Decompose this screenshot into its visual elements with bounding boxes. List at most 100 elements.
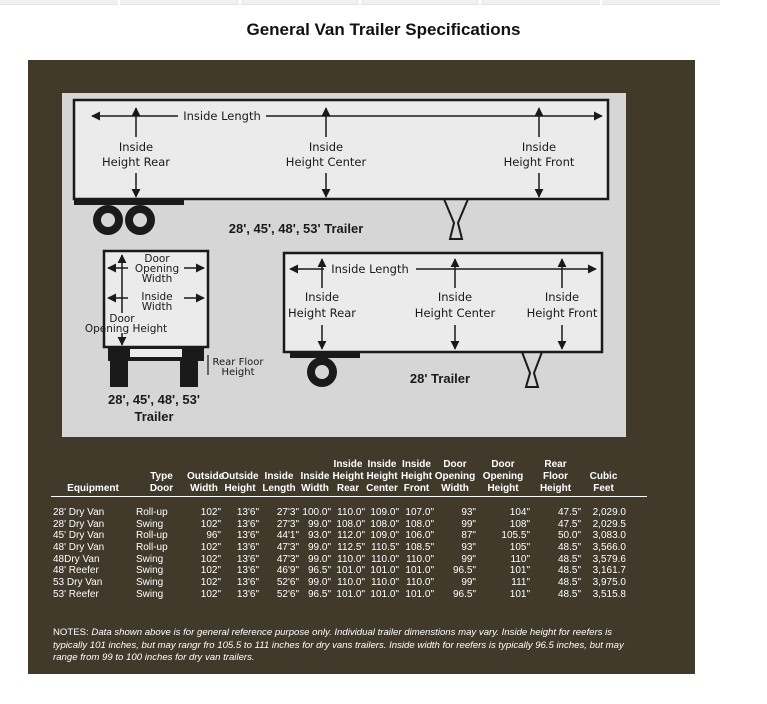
small-trailer: Inside Length Inside Height Rear Inside … [282,251,604,388]
table-cell: 100.0" [302,507,331,518]
table-cell: 96.5" [452,565,476,577]
table-cell: Swing [136,553,164,565]
small-height-front-label-1: Inside [545,290,579,304]
rear-view-wheel-left [110,361,128,387]
table-cell: 102" [200,542,221,554]
table-cell: 110.0" [337,577,365,589]
table-cell: Swing [136,565,164,577]
big-inside-length-label: Inside Length [183,109,261,123]
top-tab [240,0,359,5]
table-cell: 28' Dry Van [53,507,105,518]
table-cell: 13'6" [236,507,259,518]
table-cell: 101.0" [370,565,399,577]
header-cubic-feet: Cubic Feet [589,471,618,494]
notes-body: Data shown above is for general referenc… [53,627,624,664]
header-equipment: Equipment [67,483,119,494]
table-cell: 13'6" [236,530,259,542]
top-tab-strip [0,0,720,5]
top-tab [601,0,720,5]
table-cell: 46'9" [276,565,299,577]
table-cell: 101.0" [336,588,365,600]
table-cell: 108" [509,518,530,530]
table-cell: 102" [200,518,221,530]
table-cell: 48.5" [557,565,581,577]
table-cell: 13'6" [236,565,259,577]
table-cell: Roll-up [136,507,168,518]
rear-door-width-label-2: Opening [135,263,179,275]
table-cell: 102" [200,588,221,600]
table-cell: 99" [461,518,476,530]
rear-inside-width-label-2: Width [142,301,173,313]
table-cell: 13'6" [236,553,259,565]
table-cell: 107.0" [405,507,434,518]
table-cell: 52'6" [276,588,299,600]
table-header-divider [51,496,647,497]
top-tab [360,0,480,5]
trailer-diagram-svg: Inside Length Inside Height Rear Inside … [72,98,610,424]
table-cell: 101" [509,565,530,577]
rear-view-wheel-right [180,361,198,387]
big-height-center-label-1: Inside [309,140,343,154]
rear-view-plate [130,349,182,357]
small-height-rear-label-2: Height Rear [288,306,356,320]
big-trailer-landing-gear [442,198,470,240]
table-cell: 3,083.0 [592,530,626,542]
table-cell: 109.0" [370,530,399,542]
table-cell: 99.0" [307,518,331,530]
spec-table-header: Equipment Type Door Outside Width Outsid… [51,455,646,495]
header-door-opening-width: Door Opening Width [434,459,476,494]
table-cell: 110.0" [406,553,434,565]
table-cell: 53 Dry Van [53,577,103,589]
table-cell: 3,515.8 [592,588,626,600]
header-inside-length: Inside Length [262,471,296,494]
table-cell: 99.0" [307,542,331,554]
table-cell: 28' Dry Van [53,518,105,530]
notes-lead: NOTES: [53,627,89,638]
header-inside-height-rear: Inside Height Rear [332,459,364,494]
table-cell: 110.0" [337,553,365,565]
page-title: General Van Trailer Specifications [246,20,521,39]
header-inside-height-center: Inside Height Center [366,459,398,494]
table-cell: 101.0" [370,588,399,600]
table-cell: 96.5" [307,565,331,577]
table-cell: 93.0" [307,530,331,542]
table-cell: 111" [511,577,530,589]
small-height-front-label-2: Height Front [527,306,598,320]
table-cell: 108.5" [405,542,434,554]
table-cell: 102" [200,553,221,565]
table-cell: 112.0" [337,530,365,542]
table-cell: 99" [461,553,476,565]
table-cell: 93" [461,542,476,554]
table-cell: 102" [200,565,221,577]
rear-door-width-label-3: Width [142,273,173,285]
table-cell: 99.0" [307,553,331,565]
table-cell: 13'6" [236,588,259,600]
header-outside-height: Outside Height [221,471,259,494]
table-cell: 108.0" [405,518,434,530]
table-cell: 110.5" [371,542,399,554]
table-cell: 104" [509,507,530,518]
small-trailer-caption: 28' Trailer [410,371,470,386]
header-rear-floor-height: Rear Floor Height [539,459,572,494]
header-door-opening-height: Door Opening Height [482,459,524,494]
table-cell: Swing [136,577,164,589]
small-height-center-label-2: Height Center [415,306,496,320]
table-cell: 110" [510,553,531,565]
table-cell: 101.0" [336,565,365,577]
table-cell: 47.5" [557,507,581,518]
table-cell: 48.5" [557,577,581,589]
table-cell: 48.5" [557,542,581,554]
header-type-door: Type Door [149,471,174,494]
table-cell: 47'3" [276,553,299,565]
table-cell: Swing [136,518,164,530]
table-cell: 106.0" [405,530,434,542]
table-cell: 13'6" [236,542,259,554]
table-cell: 53' Reefer [53,588,99,600]
rear-door-width-label-1: Door [144,253,170,265]
rear-floor-height-label-1: Rear Floor [213,357,265,368]
small-trailer-landing-gear [520,351,544,388]
table-cell: 47.5" [557,518,581,530]
